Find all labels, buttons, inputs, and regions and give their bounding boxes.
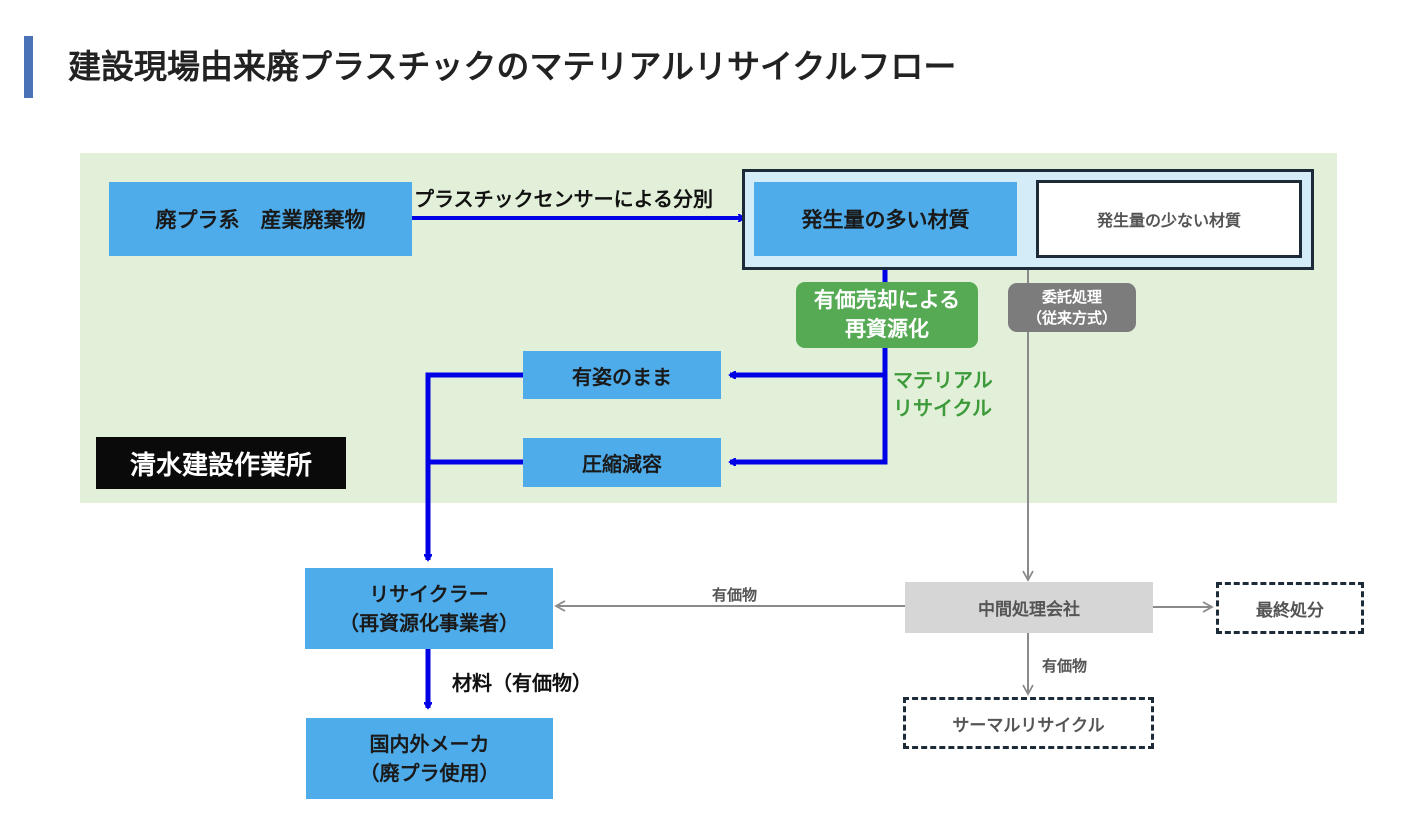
line-as-is-to-recycler xyxy=(428,372,523,560)
node-thermal-recycle: サーマルリサイクル xyxy=(903,697,1154,749)
node-maker-line1: 国内外メーカ xyxy=(369,731,490,756)
label-sale-line2: 再資源化 xyxy=(845,317,929,341)
node-small-volume-material: 発生量の少ない材質 xyxy=(1036,180,1302,258)
node-as-is: 有姿のまま xyxy=(523,351,721,399)
node-recycler-line1: リサイクラー xyxy=(369,581,489,606)
node-small-volume-label: 発生量の少ない材質 xyxy=(1096,211,1241,230)
node-intermediate-company: 中間処理会社 xyxy=(905,582,1153,633)
label-consign-line1: 委託処理 xyxy=(1041,287,1102,306)
label-consignment: 委託処理 （従来方式） xyxy=(1008,283,1136,332)
heading-accent-bar xyxy=(24,36,33,98)
node-final-disposal-label: 最終処分 xyxy=(1256,600,1324,621)
label-material-valuable: 材料（有価物） xyxy=(452,671,592,695)
node-industrial-waste: 廃プラ系 産業廃棄物 xyxy=(109,182,412,256)
label-material-line1: マテリアル xyxy=(893,368,993,392)
node-recycler-line2: （再資源化事業者） xyxy=(339,610,519,635)
node-final-disposal: 最終処分 xyxy=(1216,582,1364,634)
node-compressed: 圧縮減容 xyxy=(523,438,721,487)
label-sale-recycling: 有価売却による 再資源化 xyxy=(796,282,978,348)
node-thermal-recycle-label: サーマルリサイクル xyxy=(952,715,1105,736)
node-large-volume-material: 発生量の多い材質 xyxy=(754,182,1017,256)
label-material-recycle: マテリアル リサイクル xyxy=(893,366,993,422)
label-consign-line2: （従来方式） xyxy=(1026,308,1117,327)
node-compressed-label: 圧縮減容 xyxy=(582,452,662,476)
node-maker: 国内外メーカ （廃プラ使用） xyxy=(306,718,553,799)
node-as-is-label: 有姿のまま xyxy=(572,364,672,389)
node-large-volume-label: 発生量の多い材質 xyxy=(801,208,970,232)
label-valuable-down: 有価物 xyxy=(1042,657,1088,675)
label-material-line2: リサイクル xyxy=(893,396,992,420)
label-valuable-left: 有価物 xyxy=(712,586,758,604)
node-intermediate-label: 中間処理会社 xyxy=(978,600,1080,620)
page-title: 建設現場由来廃プラスチックのマテリアルリサイクルフロー xyxy=(68,47,957,86)
node-industrial-waste-label: 廃プラ系 産業廃棄物 xyxy=(155,208,366,232)
label-plastic-sensor-sorting: プラスチックセンサーによる分別 xyxy=(414,187,713,211)
site-name-badge: 清水建設作業所 xyxy=(96,437,346,489)
label-sale-line1: 有価売却による xyxy=(813,288,961,312)
node-maker-line2: （廃プラ使用） xyxy=(359,760,500,785)
node-recycler: リサイクラー （再資源化事業者） xyxy=(305,568,553,649)
